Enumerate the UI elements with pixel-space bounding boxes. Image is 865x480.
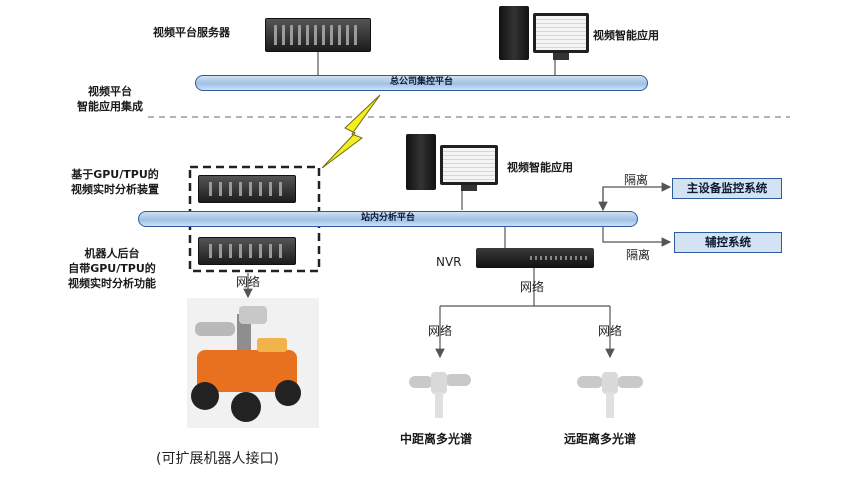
monitor-stand bbox=[553, 53, 569, 60]
hq-control-bus: 总公司集控平台 bbox=[195, 75, 648, 91]
monitor-stand-mid bbox=[461, 185, 477, 191]
gpu-server-icon bbox=[198, 175, 296, 203]
network-label-robot: 网络 bbox=[236, 275, 261, 289]
monitor-icon-mid bbox=[440, 145, 498, 185]
far-camera-label: 远距离多光谱 bbox=[564, 432, 637, 446]
robot-backend-line1: 机器人后台 bbox=[84, 247, 140, 260]
server-rack-icon bbox=[265, 18, 371, 52]
network-label-nvr: 网络 bbox=[520, 280, 545, 294]
robot-gpu-server-icon bbox=[198, 237, 296, 265]
integration-label: 视频平台 智能应用集成 bbox=[70, 84, 150, 114]
integration-label-line2: 智能应用集成 bbox=[77, 100, 143, 113]
camera-icon-mid bbox=[405, 368, 475, 424]
network-label-right: 网络 bbox=[598, 324, 623, 338]
gpu-analyzer-label: 基于GPU/TPU的 视频实时分析装置 bbox=[60, 167, 170, 197]
nvr-label: NVR bbox=[436, 255, 462, 269]
station-analysis-bus-label: 站内分析平台 bbox=[360, 213, 415, 223]
robot-backend-line2: 自带GPU/TPU的 bbox=[68, 262, 156, 275]
video-server-label: 视频平台服务器 bbox=[153, 26, 230, 39]
aux-control-system-box: 辅控系统 bbox=[674, 232, 782, 253]
camera-icon-far bbox=[575, 368, 645, 424]
mid-camera-label: 中距离多光谱 bbox=[400, 432, 473, 446]
intelligent-app-top-label: 视频智能应用 bbox=[593, 29, 659, 42]
station-analysis-bus: 站内分析平台 bbox=[138, 211, 638, 227]
robot-interface-label: (可扩展机器人接口) bbox=[156, 451, 279, 467]
isolation-label-1: 隔离 bbox=[624, 173, 649, 187]
monitor-icon bbox=[533, 13, 589, 53]
desktop-computer-icon-mid bbox=[406, 134, 436, 190]
lightning-icon bbox=[321, 94, 381, 169]
robot-icon bbox=[187, 298, 319, 428]
isolation-label-2: 隔离 bbox=[626, 248, 651, 262]
main-monitor-system-box: 主设备监控系统 bbox=[672, 178, 782, 199]
gpu-analyzer-line2: 视频实时分析装置 bbox=[71, 183, 159, 196]
intelligent-app-mid-label: 视频智能应用 bbox=[507, 161, 573, 174]
robot-backend-line3: 视频实时分析功能 bbox=[68, 277, 156, 290]
integration-label-line1: 视频平台 bbox=[88, 85, 132, 98]
gpu-analyzer-line1: 基于GPU/TPU的 bbox=[71, 168, 159, 181]
nvr-device-icon bbox=[476, 248, 594, 268]
robot-backend-label: 机器人后台 自带GPU/TPU的 视频实时分析功能 bbox=[48, 246, 176, 291]
desktop-computer-icon bbox=[499, 6, 529, 60]
hq-control-bus-label: 总公司集控平台 bbox=[389, 77, 453, 87]
network-label-left: 网络 bbox=[428, 324, 453, 338]
